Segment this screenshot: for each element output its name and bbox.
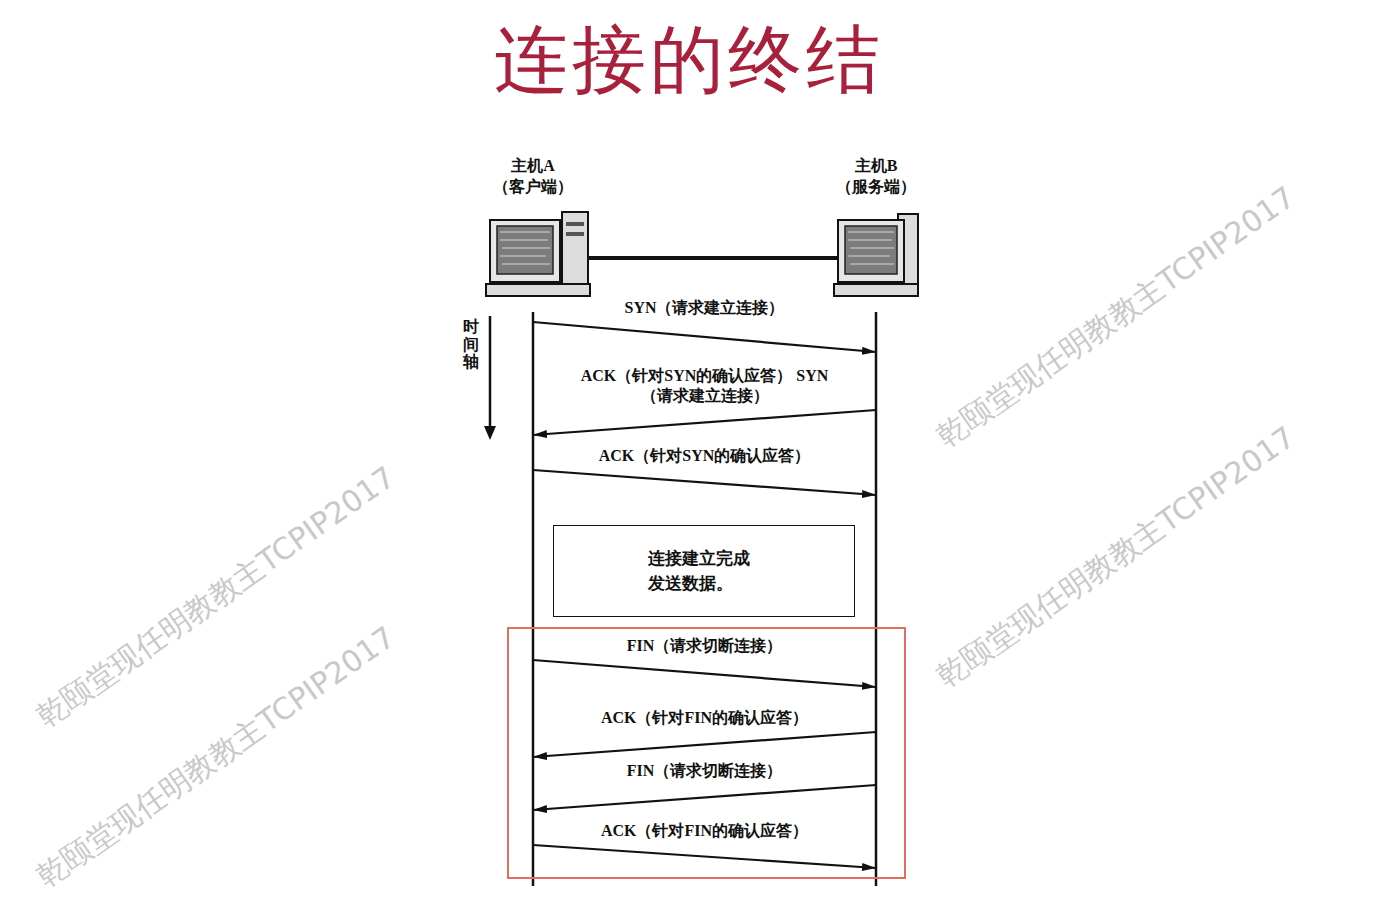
- screen: [845, 226, 897, 274]
- computer-b: [834, 214, 918, 296]
- host-node: 主机A （客户端）: [473, 156, 593, 198]
- message-label: ACK（针对FIN的确认应答）: [601, 821, 808, 841]
- watermark: 乾颐堂现任明教教主TCPIP2017: [30, 459, 402, 735]
- host-node: 主机B （服务端）: [816, 156, 936, 198]
- message-arrow: [533, 732, 876, 757]
- time-axis-head: [484, 426, 496, 440]
- message-label: SYN（请求建立连接）: [624, 298, 784, 318]
- screen-noise: [848, 232, 894, 264]
- keyboard: [834, 284, 918, 296]
- screen: [497, 226, 553, 274]
- time-axis: [489, 316, 492, 428]
- lifeline: [532, 312, 535, 886]
- title: 连接的终结: [0, 16, 1378, 105]
- computer-a: [486, 212, 590, 296]
- message-label: ACK（针对SYN的确认应答） SYN（请求建立连接）: [580, 366, 830, 406]
- process-box: 连接建立完成 发送数据。: [553, 525, 855, 617]
- screen-noise: [500, 232, 550, 264]
- message-arrow: [533, 785, 876, 810]
- drive-slot: [566, 232, 584, 236]
- message-label: FIN（请求切断连接）: [627, 761, 783, 781]
- axis-label: 时间轴: [463, 318, 479, 371]
- host-label: 主机A （客户端）: [487, 156, 579, 198]
- monitor: [490, 220, 560, 282]
- message-arrow: [533, 845, 876, 868]
- keyboard: [486, 284, 590, 296]
- message-arrow: [533, 322, 876, 352]
- message-label: ACK（针对SYN的确认应答）: [599, 446, 811, 466]
- network-cable: [588, 256, 838, 260]
- message-arrow: [533, 410, 876, 435]
- message-label: FIN（请求切断连接）: [627, 636, 783, 656]
- message-label: ACK（针对FIN的确认应答）: [601, 708, 808, 728]
- watermark: 乾颐堂现任明教教主TCPIP2017: [30, 619, 402, 895]
- drive-slot: [566, 222, 584, 226]
- monitor: [838, 220, 904, 282]
- watermark: 乾颐堂现任明教教主TCPIP2017: [930, 419, 1302, 695]
- status-text: 连接建立完成 发送数据。: [648, 546, 760, 597]
- message-arrow: [533, 470, 876, 495]
- host-label: 主机B （服务端）: [830, 156, 922, 198]
- highlight-frame: [508, 628, 905, 878]
- watermark: 乾颐堂现任明教教主TCPIP2017: [930, 179, 1302, 455]
- lifeline: [875, 312, 878, 886]
- tower: [562, 212, 588, 286]
- message-arrow: [533, 660, 876, 687]
